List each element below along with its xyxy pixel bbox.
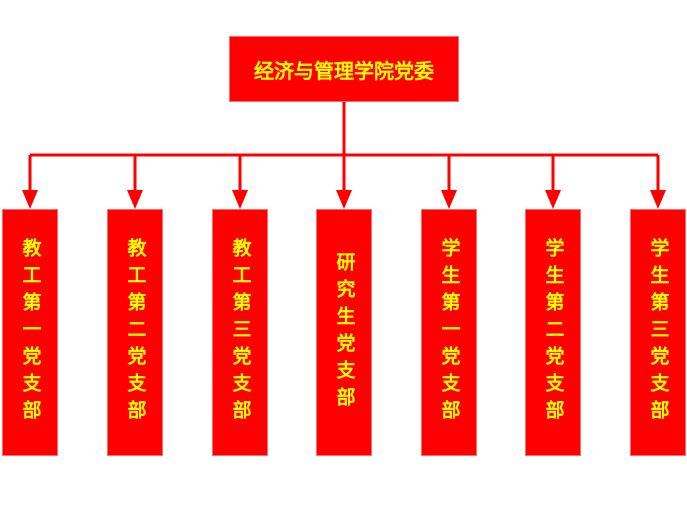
root-node-party-committee: 经济与管理学院党委	[229, 36, 459, 102]
arrowhead-icon	[127, 190, 143, 209]
branch-label: 教工第一党支部	[19, 238, 42, 427]
arrowhead-icon	[232, 190, 248, 209]
branch-node-student-1: 学生第一党支部	[421, 209, 477, 456]
branch-label: 学生第三党支部	[647, 238, 670, 427]
branch-label: 教工第三党支部	[229, 238, 252, 427]
branch-node-graduate: 研究生党支部	[316, 209, 372, 456]
arrowhead-icon	[441, 190, 457, 209]
arrowhead-icon	[545, 190, 561, 209]
arrowhead-icon	[22, 190, 38, 209]
branch-node-faculty-1: 教工第一党支部	[2, 209, 58, 456]
root-node-label: 经济与管理学院党委	[254, 58, 434, 83]
branch-node-faculty-3: 教工第三党支部	[212, 209, 268, 456]
arrowhead-icon	[336, 190, 352, 209]
branch-label: 研究生党支部	[333, 251, 356, 414]
branch-node-faculty-2: 教工第二党支部	[107, 209, 163, 456]
branch-label: 学生第二党支部	[542, 238, 565, 427]
branch-label: 教工第二党支部	[124, 238, 147, 427]
branch-node-student-3: 学生第三党支部	[630, 209, 686, 456]
branch-label: 学生第一党支部	[438, 238, 461, 427]
branch-node-student-2: 学生第二党支部	[525, 209, 581, 456]
arrowhead-icon	[650, 190, 666, 209]
